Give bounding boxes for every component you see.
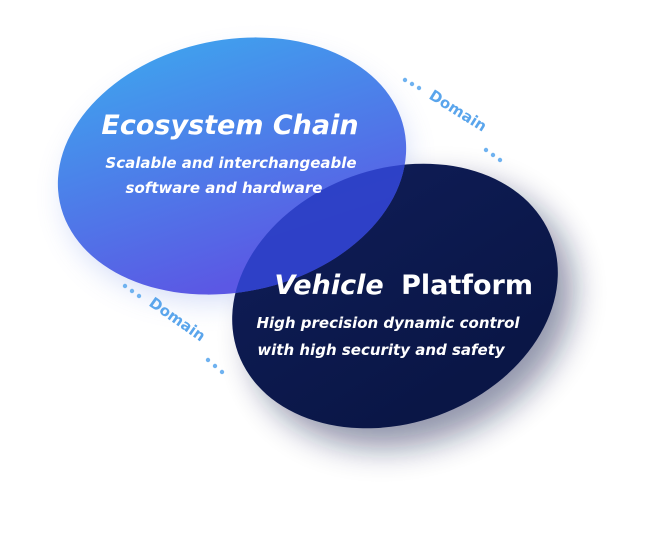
vehicle-title-part1: Vehicle: [274, 270, 383, 301]
ecosystem-title: Ecosystem Chain: [101, 110, 358, 141]
ecosystem-desc-line2: software and hardware: [126, 179, 323, 197]
svg-text:Vehicle Platform: Vehicle Platform: [274, 270, 533, 301]
ecosystem-desc-line1: Scalable and interchangeable: [105, 154, 356, 172]
vehicle-desc-line2: with high security and safety: [257, 341, 506, 359]
vehicle-desc-line1: High precision dynamic control: [256, 314, 520, 332]
domain-connector-top: Domain: [402, 77, 503, 163]
vehicle-title-part2: Platform: [401, 270, 533, 301]
domain-label-top: Domain: [426, 86, 490, 135]
domain-label-bottom: Domain: [146, 294, 209, 346]
